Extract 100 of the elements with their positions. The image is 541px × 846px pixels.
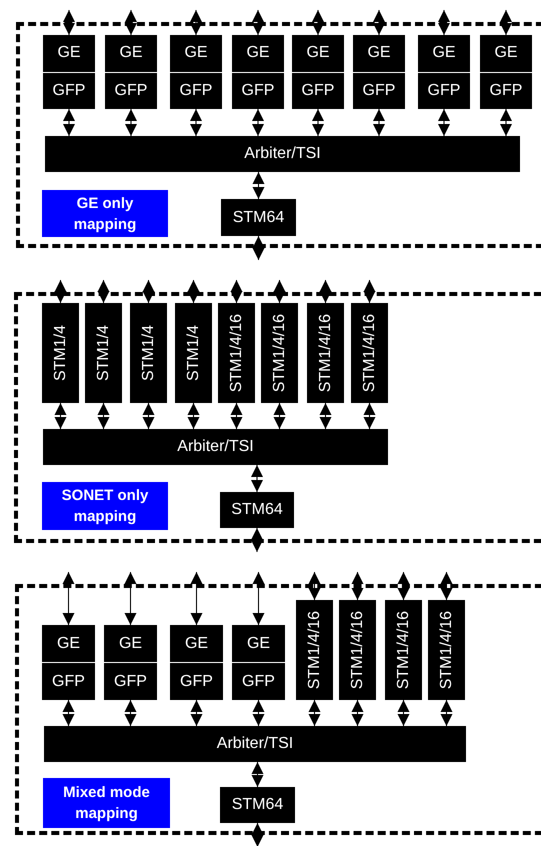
arbiter-bar [44, 726, 466, 762]
block-text: GE [306, 45, 330, 62]
double-arrow [274, 402, 286, 430]
block [105, 35, 157, 109]
block [261, 303, 298, 403]
block-text: STM1/4/16 [350, 610, 366, 690]
block [232, 35, 284, 109]
block [296, 600, 333, 700]
block-text: GFP [302, 82, 334, 99]
mode-label: SONET only mapping [42, 482, 168, 530]
block-text: GFP [180, 674, 213, 690]
block-text: GE [56, 636, 80, 652]
double-arrow [312, 10, 324, 36]
block-text: GE [118, 636, 142, 652]
block [42, 303, 79, 403]
block [175, 303, 212, 403]
box-text: STM64 [231, 501, 283, 518]
block-text: STM1/4/16 [362, 314, 378, 392]
block-text: GFP [114, 82, 148, 99]
double-arrow [373, 10, 385, 36]
double-arrow [251, 528, 263, 552]
double-arrow [54, 402, 66, 430]
block-text: STM1/4 [186, 324, 202, 381]
double-arrow [230, 280, 242, 304]
dashed-panel [14, 292, 541, 543]
block-text: GFP [114, 674, 147, 690]
block-text: STM1/4 [52, 324, 68, 381]
block [351, 303, 388, 403]
double-arrow [320, 402, 332, 430]
block-text: STM1/4/16 [318, 314, 334, 392]
block [428, 600, 465, 700]
double-arrow [63, 108, 75, 136]
block-text: STM1/4 [140, 324, 156, 381]
double-arrow [308, 572, 320, 600]
double-arrow [500, 108, 512, 136]
double-arrow [251, 464, 263, 492]
block [307, 303, 344, 403]
double-arrow [54, 280, 66, 304]
double-arrow [252, 236, 264, 260]
double-arrow [438, 10, 450, 36]
double-arrow [230, 402, 242, 430]
double-arrow [62, 572, 74, 626]
double-arrow [398, 572, 410, 600]
double-arrow [142, 402, 154, 430]
double-arrow [252, 10, 264, 36]
double-arrow [98, 280, 110, 304]
block-text: GFP [490, 82, 522, 99]
bar-text: Arbiter/TSI [244, 145, 321, 162]
block-text: GFP [362, 82, 396, 99]
block [170, 35, 222, 109]
double-arrow [190, 700, 202, 726]
block-text: GFP [242, 82, 274, 99]
double-arrow [124, 572, 136, 626]
block [85, 303, 122, 403]
block [385, 600, 422, 700]
block [43, 35, 95, 109]
double-arrow [188, 280, 200, 304]
block-text: STM1/4/16 [306, 610, 322, 690]
double-arrow [190, 10, 202, 36]
output-box [220, 492, 294, 528]
box-text: STM64 [232, 208, 284, 226]
block [480, 35, 532, 109]
block-text: GFP [52, 82, 86, 99]
block-text: STM1/4/16 [396, 610, 412, 690]
block-text: GFP [52, 674, 85, 690]
double-arrow [252, 172, 264, 200]
block-text: STM1/4/16 [272, 314, 288, 392]
double-arrow [364, 280, 376, 304]
double-arrow [274, 280, 286, 304]
block-text: GE [432, 45, 456, 62]
double-arrow [500, 10, 512, 36]
mode-label: Mixed mode mapping [43, 778, 170, 828]
double-arrow [252, 822, 264, 846]
block [353, 35, 405, 109]
block-text: GE [246, 45, 270, 62]
block-text: GE [57, 45, 81, 62]
double-arrow [252, 700, 264, 726]
bar-text: Arbiter/TSI [216, 735, 294, 752]
double-arrow [188, 402, 200, 430]
dashed-panel [16, 22, 541, 248]
double-arrow [373, 108, 385, 136]
double-arrow [98, 402, 110, 430]
double-arrow [312, 108, 324, 136]
double-arrow [352, 572, 364, 600]
double-arrow [124, 700, 136, 726]
bar-text: Arbiter/TSI [177, 438, 254, 455]
double-arrow [63, 10, 75, 36]
double-arrow [252, 762, 264, 788]
double-arrow [440, 700, 452, 726]
block-text: GE [119, 45, 143, 62]
block-text: GFP [180, 82, 212, 99]
double-arrow [252, 108, 264, 136]
block-text: STM1/4/16 [438, 610, 454, 690]
double-arrow [364, 402, 376, 430]
double-arrow [438, 108, 450, 136]
block-text: GFP [242, 674, 275, 690]
block-text: GFP [428, 82, 460, 99]
box-text: STM64 [232, 796, 284, 813]
block [232, 625, 285, 700]
double-arrow [398, 700, 410, 726]
